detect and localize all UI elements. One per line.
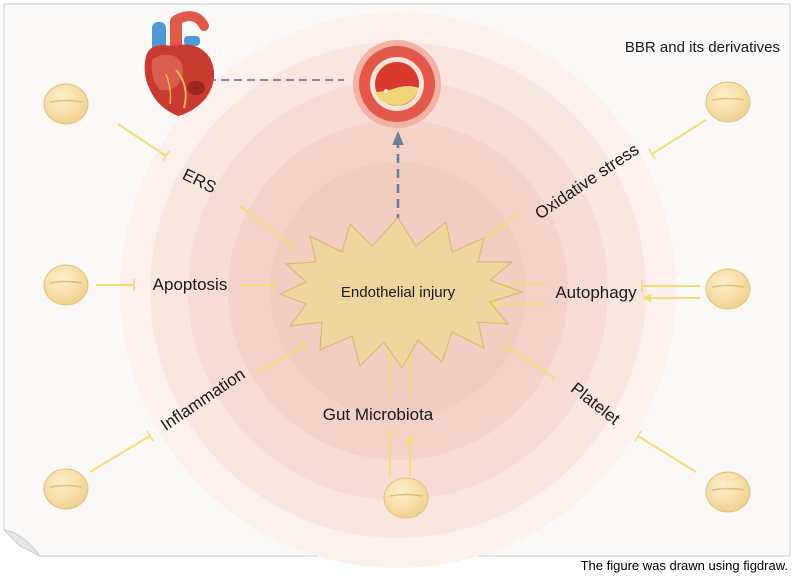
label-apoptosis: Apoptosis <box>153 275 228 294</box>
connector-pill-ers <box>117 123 170 162</box>
pills <box>43 81 751 519</box>
pill-icon-top-right <box>705 81 751 123</box>
connector-platelet-injury <box>502 340 555 379</box>
pill-icon-bottom-right <box>705 471 751 513</box>
label-gut-microbiota: Gut Microbiota <box>323 405 434 424</box>
connector-inflammation-injury <box>253 340 308 375</box>
pill-icon-bottom-center <box>383 477 429 519</box>
figure-credit: The figure was drawn using figdraw. <box>580 558 788 573</box>
diagram-title: BBR and its derivatives <box>625 39 780 56</box>
paper-curl <box>2 529 41 557</box>
center-label: Endothelial injury <box>341 284 456 301</box>
connectors <box>89 119 707 476</box>
label-autophagy: Autophagy <box>555 283 637 302</box>
heart-icon <box>144 11 215 116</box>
endothelial-injury-burst <box>278 217 524 370</box>
connector-oxidative-injury <box>475 211 521 250</box>
pill-icon-top-left <box>43 83 89 125</box>
artery-cross-section-icon <box>353 40 441 128</box>
pill-icon-mid-right <box>705 268 751 310</box>
pill-icon-mid-left <box>43 264 89 306</box>
connector-ers-injury <box>239 205 297 252</box>
connector-pill-oxidative <box>648 119 707 160</box>
connector-pill-platelet <box>634 430 697 473</box>
pill-icon-bottom-left <box>43 468 89 510</box>
connector-pill-inflammation <box>89 430 154 473</box>
